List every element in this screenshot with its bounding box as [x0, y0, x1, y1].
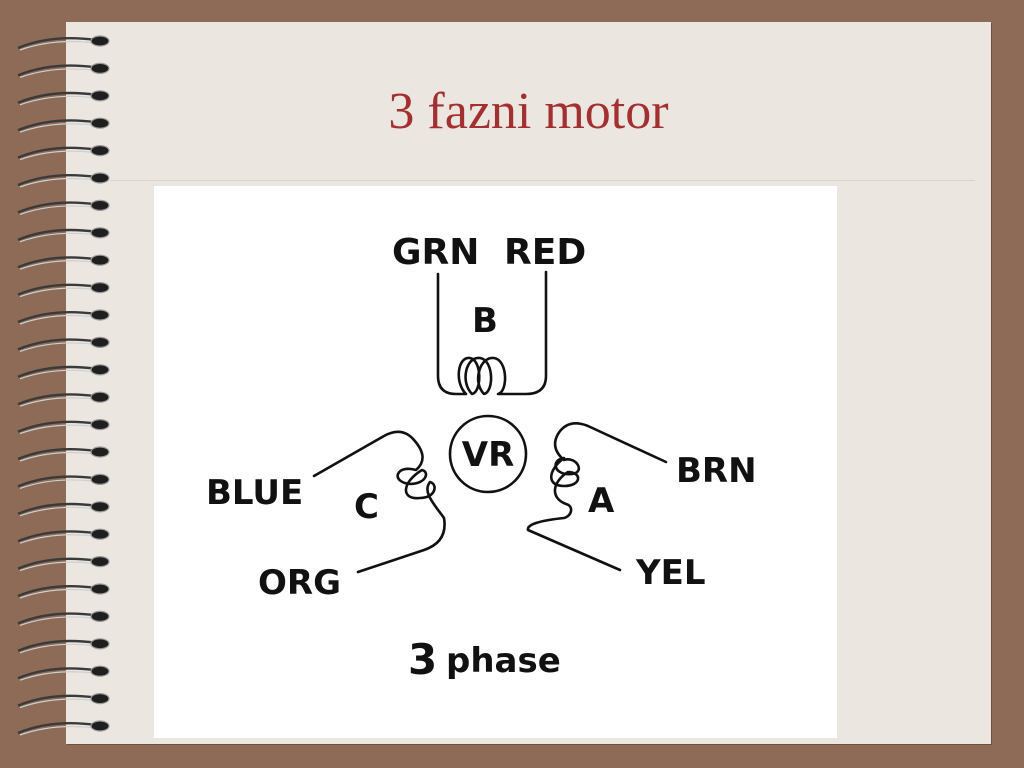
spiral-hole — [90, 199, 110, 211]
spiral-ring-highlight — [19, 397, 97, 407]
spiral-hole — [90, 144, 110, 157]
spiral-ring-highlight — [19, 205, 97, 215]
rotor-circle — [448, 414, 528, 494]
spiral-ring-highlight — [19, 479, 97, 489]
spiral-ring — [17, 475, 97, 488]
spiral-ring — [17, 64, 97, 77]
spiral-hole — [90, 172, 110, 184]
label-grn: GRN — [392, 232, 479, 273]
spiral-ring-highlight — [19, 260, 97, 270]
spiral-hole — [90, 555, 110, 568]
spiral-hole — [90, 364, 110, 376]
caption-text: phase — [446, 641, 561, 681]
spiral-ring-highlight — [19, 506, 97, 517]
spiral-hole — [90, 665, 110, 677]
spiral-ring — [17, 639, 97, 652]
coil-c-winding — [312, 430, 446, 574]
stepper-motor-diagram: GRN RED BLUE ORG BRN YEL B C A VR 3 phas… — [154, 186, 837, 738]
spiral-ring-highlight — [19, 588, 97, 599]
spiral-binding — [17, 35, 110, 736]
spiral-ring — [17, 91, 97, 104]
spiral-ring — [17, 694, 97, 707]
spiral-hole — [90, 309, 110, 321]
spiral-ring-highlight — [19, 725, 97, 736]
spiral-ring — [17, 146, 97, 159]
spiral-ring-highlight — [19, 232, 97, 243]
spiral-ring — [17, 201, 97, 214]
spiral-ring-highlight — [19, 698, 97, 709]
spiral-hole — [90, 227, 110, 239]
spiral-hole — [90, 419, 110, 431]
spiral-ring — [17, 448, 97, 461]
spiral-ring-highlight — [19, 616, 97, 626]
spiral-ring — [17, 256, 97, 269]
label-brn: BRN — [676, 451, 757, 491]
rotor-label: VR — [462, 435, 515, 475]
spiral-ring-highlight — [19, 95, 97, 106]
spiral-hole — [90, 446, 110, 458]
spiral-ring — [17, 722, 97, 735]
spiral-hole — [90, 391, 110, 403]
spiral-ring — [17, 585, 97, 598]
spiral-ring — [17, 119, 97, 132]
spiral-ring-highlight — [19, 424, 97, 435]
spiral-ring-highlight — [19, 671, 97, 681]
caption-number: 3 — [408, 635, 437, 684]
spiral-ring-highlight — [19, 643, 97, 654]
title-divider — [110, 180, 975, 181]
spiral-ring — [17, 37, 97, 50]
spiral-hole — [90, 720, 110, 732]
spiral-hole — [90, 501, 110, 513]
spiral-ring — [17, 283, 97, 296]
label-blue: BLUE — [206, 473, 303, 513]
spiral-hole — [90, 62, 110, 75]
spiral-ring — [17, 174, 97, 187]
spiral-ring — [17, 393, 97, 406]
spiral-ring — [17, 502, 97, 515]
spiral-ring — [17, 228, 97, 241]
spiral-ring — [17, 311, 97, 324]
spiral-ring — [17, 530, 97, 543]
spiral-ring — [17, 612, 97, 625]
spiral-hole — [90, 282, 110, 294]
spiral-ring — [17, 338, 97, 351]
phase-label-c: C — [354, 487, 379, 527]
spiral-hole — [90, 117, 110, 129]
slide-title: 3 fazni motor — [388, 83, 669, 140]
spiral-hole — [90, 528, 110, 540]
spiral-hole — [90, 90, 110, 102]
spiral-ring — [17, 365, 97, 378]
spiral-hole — [90, 610, 110, 623]
coil-a-winding — [526, 422, 668, 572]
phase-label-a: A — [588, 481, 615, 521]
spiral-hole — [90, 692, 110, 705]
spiral-hole — [90, 336, 110, 348]
spiral-hole — [90, 254, 110, 266]
spiral-ring-highlight — [19, 287, 97, 298]
spiral-ring-highlight — [19, 68, 97, 78]
spiral-ring — [17, 667, 97, 680]
spiral-hole — [90, 638, 110, 650]
spiral-hole — [90, 473, 110, 485]
label-yel: YEL — [635, 553, 706, 593]
label-red: RED — [504, 232, 586, 273]
coil-b-winding — [436, 270, 548, 396]
spiral-ring-highlight — [19, 342, 97, 352]
spiral-ring-highlight — [19, 40, 97, 51]
spiral-ring-highlight — [19, 369, 97, 380]
spiral-ring — [17, 420, 97, 433]
spiral-ring-highlight — [19, 314, 97, 325]
spiral-ring-highlight — [19, 534, 97, 544]
spiral-ring — [17, 557, 97, 570]
spiral-ring-highlight — [19, 123, 97, 133]
spiral-ring-highlight — [19, 177, 97, 188]
spiral-ring-highlight — [19, 150, 97, 161]
spiral-ring-highlight — [19, 451, 97, 462]
wiring-schematic: GRN RED BLUE ORG BRN YEL B C A VR 3 phas… — [206, 232, 757, 684]
spiral-hole — [90, 35, 110, 47]
label-org: ORG — [258, 563, 341, 603]
spiral-ring-highlight — [19, 561, 97, 572]
spiral-hole — [90, 583, 110, 595]
phase-label-b: B — [472, 301, 498, 341]
